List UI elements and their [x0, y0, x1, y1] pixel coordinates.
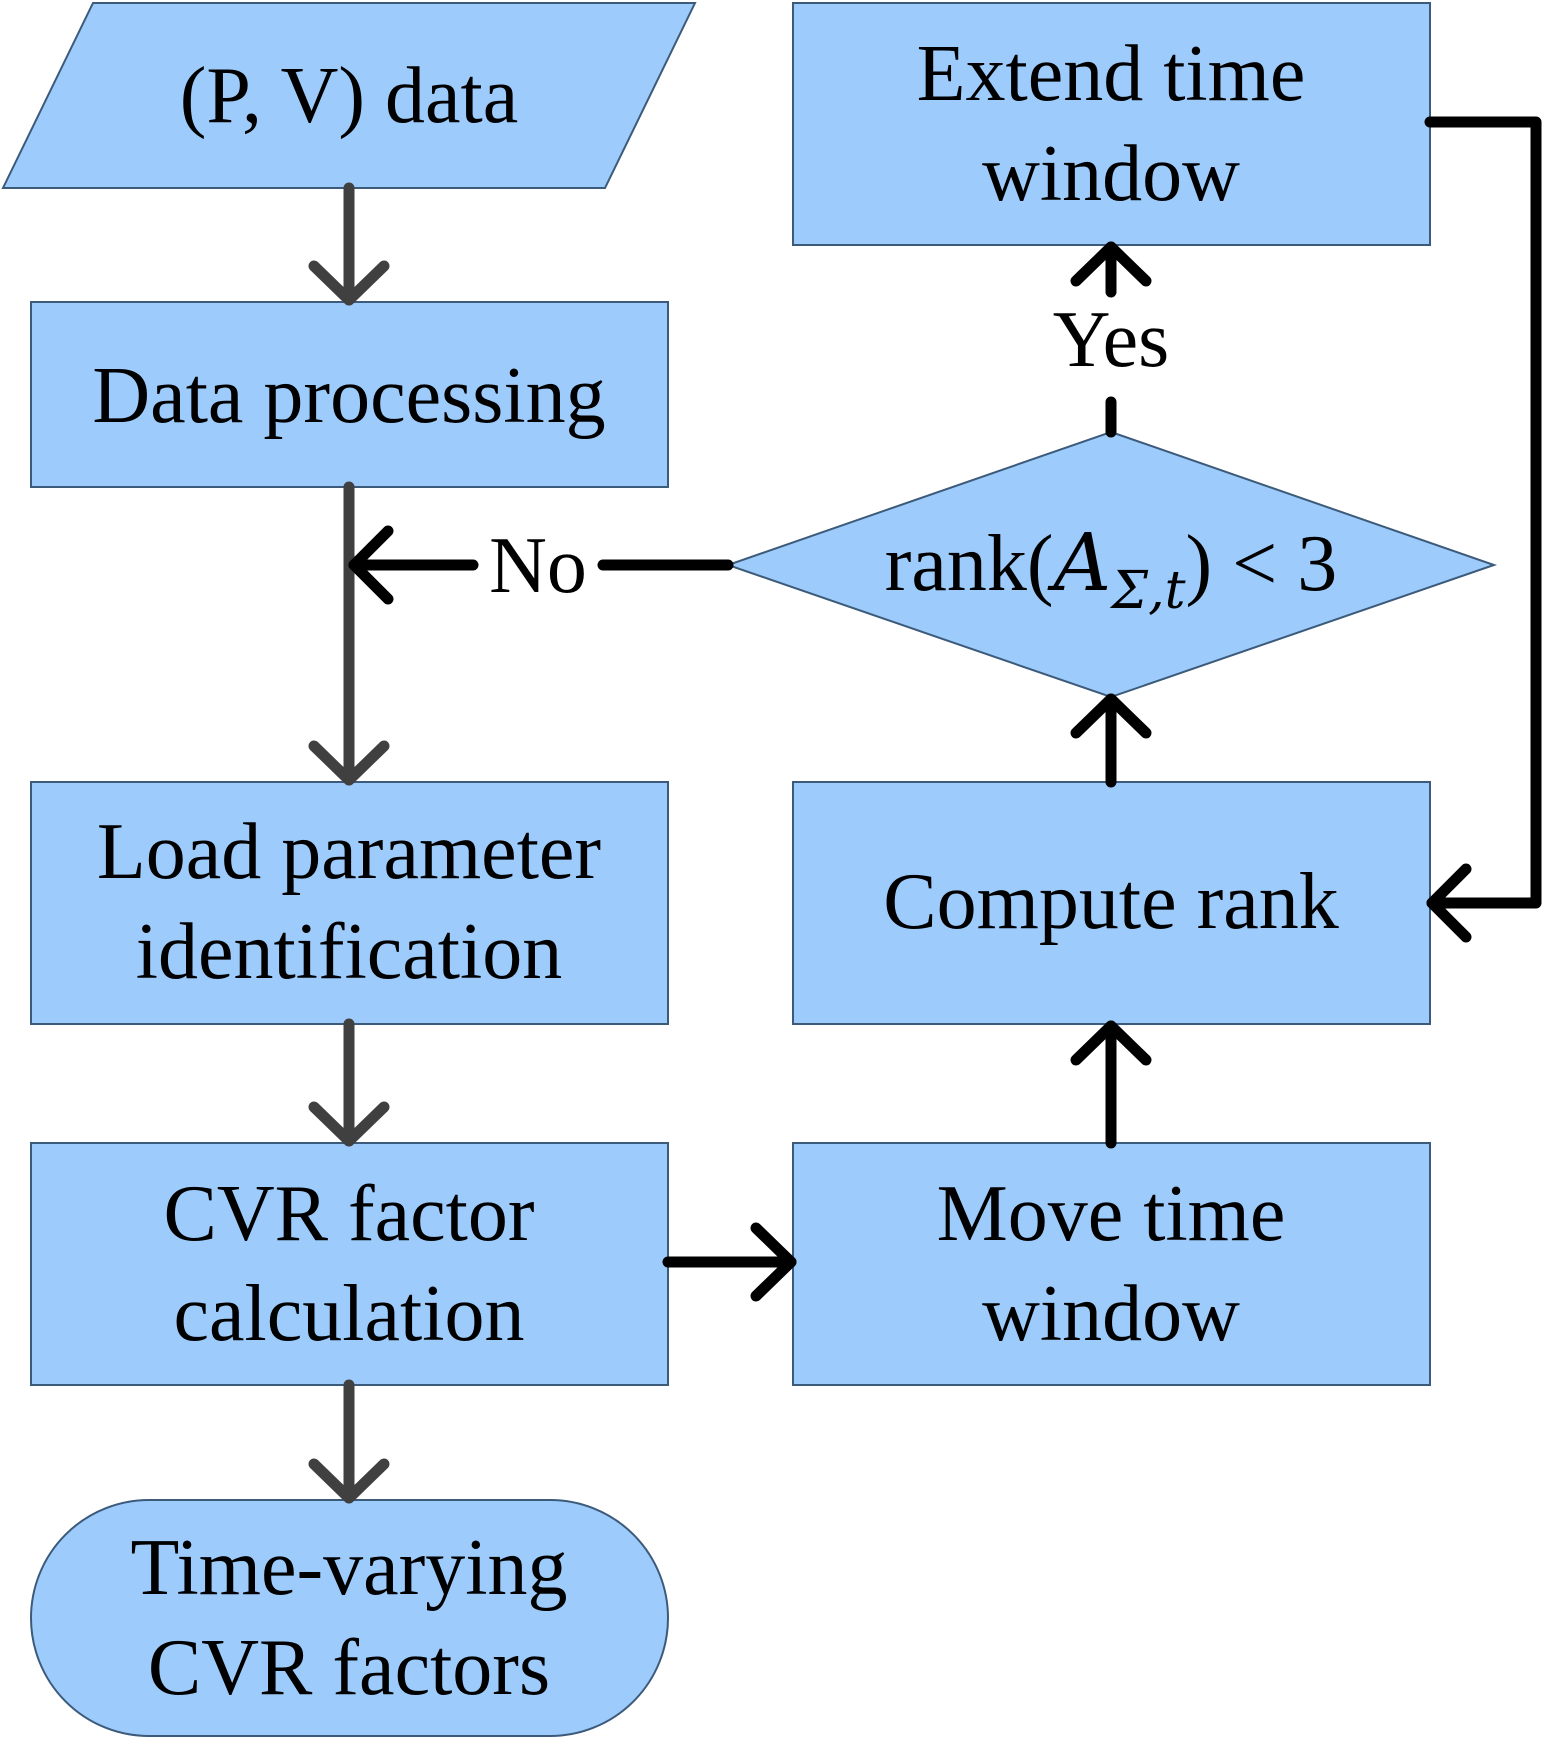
rank-decision-node: rank(AΣ,t) < 3	[724, 430, 1498, 699]
arrow-cvr-to-move	[662, 1222, 797, 1302]
compute-rank-label: Compute rank	[883, 858, 1338, 946]
data-processing-node: Data processing	[30, 301, 669, 488]
arrow-decision-no: No	[348, 522, 734, 610]
arrow-extend-to-rank	[1424, 116, 1542, 943]
rank-decision-suffix: ) < 3	[1186, 520, 1338, 608]
rank-decision-subscript: Σ,t	[1109, 561, 1185, 621]
cvr-calculation-node: CVR factor calculation	[30, 1142, 669, 1386]
extend-window-node: Extend time window	[792, 2, 1431, 246]
arrow-pv-to-processing	[308, 182, 390, 306]
move-window-node: Move time window	[792, 1142, 1431, 1386]
yes-label: Yes	[1053, 296, 1169, 384]
pv-data-node: (P, V) data	[1, 2, 697, 189]
move-window-label-line2: window	[982, 1270, 1240, 1358]
extend-window-label-line2: window	[982, 130, 1240, 218]
time-varying-node: Time-varying CVR factors	[30, 1499, 669, 1737]
extend-window-label-line1: Extend time	[917, 30, 1306, 118]
load-parameter-node: Load parameter identification	[30, 781, 669, 1025]
cvr-calculation-label-line1: CVR factor	[163, 1170, 534, 1258]
move-window-label-line1: Move time	[937, 1170, 1286, 1258]
no-label: No	[489, 522, 587, 610]
compute-rank-node: Compute rank	[792, 781, 1431, 1025]
data-processing-label: Data processing	[92, 352, 605, 440]
load-parameter-label-line2: identification	[136, 908, 563, 996]
time-varying-label-line1: Time-varying	[130, 1524, 567, 1612]
arrow-processing-to-load	[308, 481, 390, 786]
rank-decision-label: rank(AΣ,t) < 3	[885, 516, 1338, 621]
rank-decision-symbol: A	[1047, 516, 1112, 609]
cvr-calculation-label-line2: calculation	[174, 1270, 525, 1358]
arrow-decision-yes: Yes	[1053, 241, 1169, 438]
load-parameter-label-line1: Load parameter	[97, 808, 601, 896]
time-varying-label-line2: CVR factors	[148, 1624, 550, 1712]
rank-decision-prefix: rank(	[885, 520, 1054, 608]
arrow-cvr-to-output	[308, 1379, 390, 1504]
pv-data-label: (P, V) data	[180, 52, 518, 140]
arrow-load-to-cvr	[308, 1018, 390, 1147]
arrow-move-to-rank	[1070, 1020, 1152, 1149]
arrow-rank-to-decision	[1070, 693, 1152, 788]
